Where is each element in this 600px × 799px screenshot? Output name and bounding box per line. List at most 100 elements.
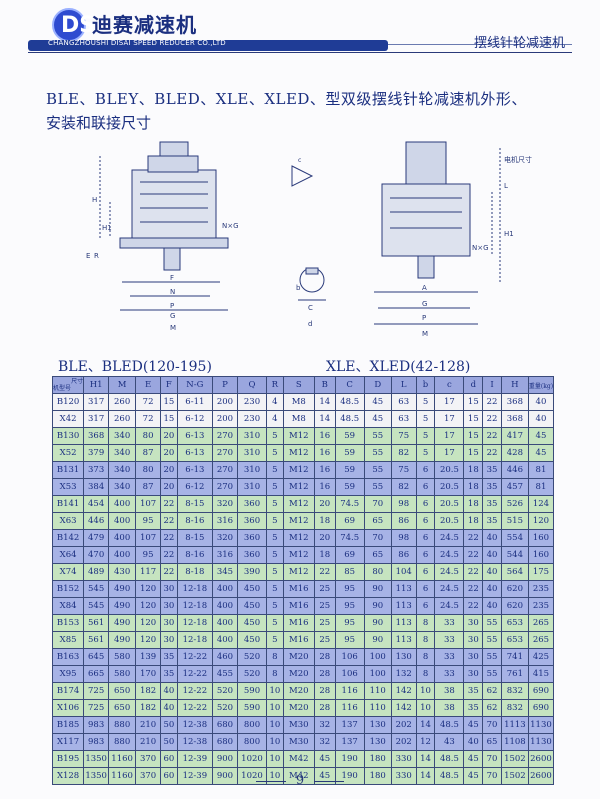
table-cell: 400 (108, 529, 137, 547)
table-cell: 5 (266, 495, 284, 513)
table-cell: 22 (463, 580, 484, 598)
table-cell: 120 (527, 512, 555, 530)
table-cell: 8 (415, 665, 436, 683)
table-cell: 33 (434, 614, 465, 632)
table-cell: 113 (390, 597, 417, 615)
table-cell: 59 (334, 444, 365, 462)
table-cell: 48.5 (434, 750, 465, 768)
table-cell: 180 (363, 750, 392, 768)
model-cell: B130 (51, 427, 85, 445)
table-cell: 490 (108, 597, 137, 615)
table-cell: 983 (83, 733, 110, 751)
table-cell: 33 (434, 631, 465, 649)
table-cell: 400 (108, 546, 137, 564)
table-cell: 1160 (108, 750, 137, 768)
table-cell: 490 (108, 631, 137, 649)
table-cell: 40 (160, 682, 178, 700)
xle-drawing (374, 141, 501, 325)
table-cell: 60 (160, 750, 178, 768)
table-cell: 8 (266, 648, 284, 666)
table-cell: 22 (482, 444, 502, 462)
table-cell: 8-15 (176, 495, 214, 513)
label-ng-right: N×G (472, 244, 489, 252)
table-cell: 5 (415, 427, 436, 445)
model-cell: B120 (51, 393, 85, 411)
table-cell: 50 (160, 716, 178, 734)
table-cell: 113 (390, 631, 417, 649)
table-cell: 86 (390, 512, 417, 530)
table-cell: 55 (482, 665, 502, 683)
table-cell: 30 (463, 648, 484, 666)
table-cell: 4 (266, 393, 284, 411)
table-cell: 139 (135, 648, 162, 666)
table-cell: 490 (108, 580, 137, 598)
company-name: 迪赛减速机 (92, 13, 197, 37)
table-cell: 40 (527, 393, 555, 411)
table-cell: 75 (390, 461, 417, 479)
table-cell: M42 (282, 750, 315, 768)
model-cell: X74 (51, 563, 85, 581)
table-cell: 40 (482, 580, 502, 598)
table-cell: 741 (500, 648, 529, 666)
table-cell: 880 (108, 733, 137, 751)
table-cell: 75 (390, 427, 417, 445)
table-cell: 8-15 (176, 529, 214, 547)
table-cell: 10 (415, 682, 436, 700)
table-cell: 16 (313, 461, 336, 479)
table-cell: 6 (415, 478, 436, 496)
table-cell: 6-11 (176, 393, 214, 411)
table-cell: 490 (108, 614, 137, 632)
table-cell: 12-18 (176, 614, 214, 632)
table-cell: 40 (482, 563, 502, 581)
table-cell: 210 (135, 716, 162, 734)
table-cell: 182 (135, 699, 162, 717)
model-cell: B141 (51, 495, 85, 513)
table-cell: 70 (482, 750, 502, 768)
table-cell: 5 (266, 580, 284, 598)
table-cell: 340 (108, 478, 137, 496)
table-cell: 446 (500, 461, 529, 479)
table-cell: 545 (83, 580, 110, 598)
table-cell: 120 (135, 631, 162, 649)
table-cell: 340 (108, 427, 137, 445)
table-cell: 316 (212, 546, 238, 564)
model-cell: B131 (51, 461, 85, 479)
table-cell: 561 (83, 614, 110, 632)
table-cell: 55 (482, 648, 502, 666)
table-cell: 561 (83, 631, 110, 649)
table-cell: 564 (500, 563, 529, 581)
section-title-line2: 安装和联接尺寸 (46, 114, 152, 132)
table-cell: 20.5 (434, 512, 465, 530)
table-cell: 425 (527, 648, 555, 666)
table-cell: M16 (282, 631, 315, 649)
table-cell: 320 (212, 529, 238, 547)
table-cell: 182 (135, 682, 162, 700)
table-cell: 5 (415, 444, 436, 462)
table-cell: 65 (363, 546, 392, 564)
label-motor: 电机尺寸 (504, 155, 532, 164)
header-cell: S (282, 376, 315, 394)
table-cell: 18 (463, 512, 484, 530)
table-cell: 40 (482, 597, 502, 615)
table-cell: 8 (415, 631, 436, 649)
table-cell: 446 (83, 512, 110, 530)
table-cell: 137 (334, 733, 365, 751)
table-cell: 45 (527, 427, 555, 445)
table-cell: 880 (108, 716, 137, 734)
model-cell: B153 (51, 614, 85, 632)
table-cell: 317 (83, 410, 110, 428)
table-cell: 460 (212, 648, 238, 666)
table-cell: 55 (363, 444, 392, 462)
model-cell: X63 (51, 512, 85, 530)
table-cell: 320 (212, 495, 238, 513)
table-cell: 35 (482, 478, 502, 496)
label-g: G (170, 312, 175, 320)
table-cell: M12 (282, 529, 315, 547)
table-cell: 590 (236, 699, 268, 717)
table-cell: 95 (135, 512, 162, 530)
table-cell: 14 (415, 750, 436, 768)
table-cell: 107 (135, 529, 162, 547)
